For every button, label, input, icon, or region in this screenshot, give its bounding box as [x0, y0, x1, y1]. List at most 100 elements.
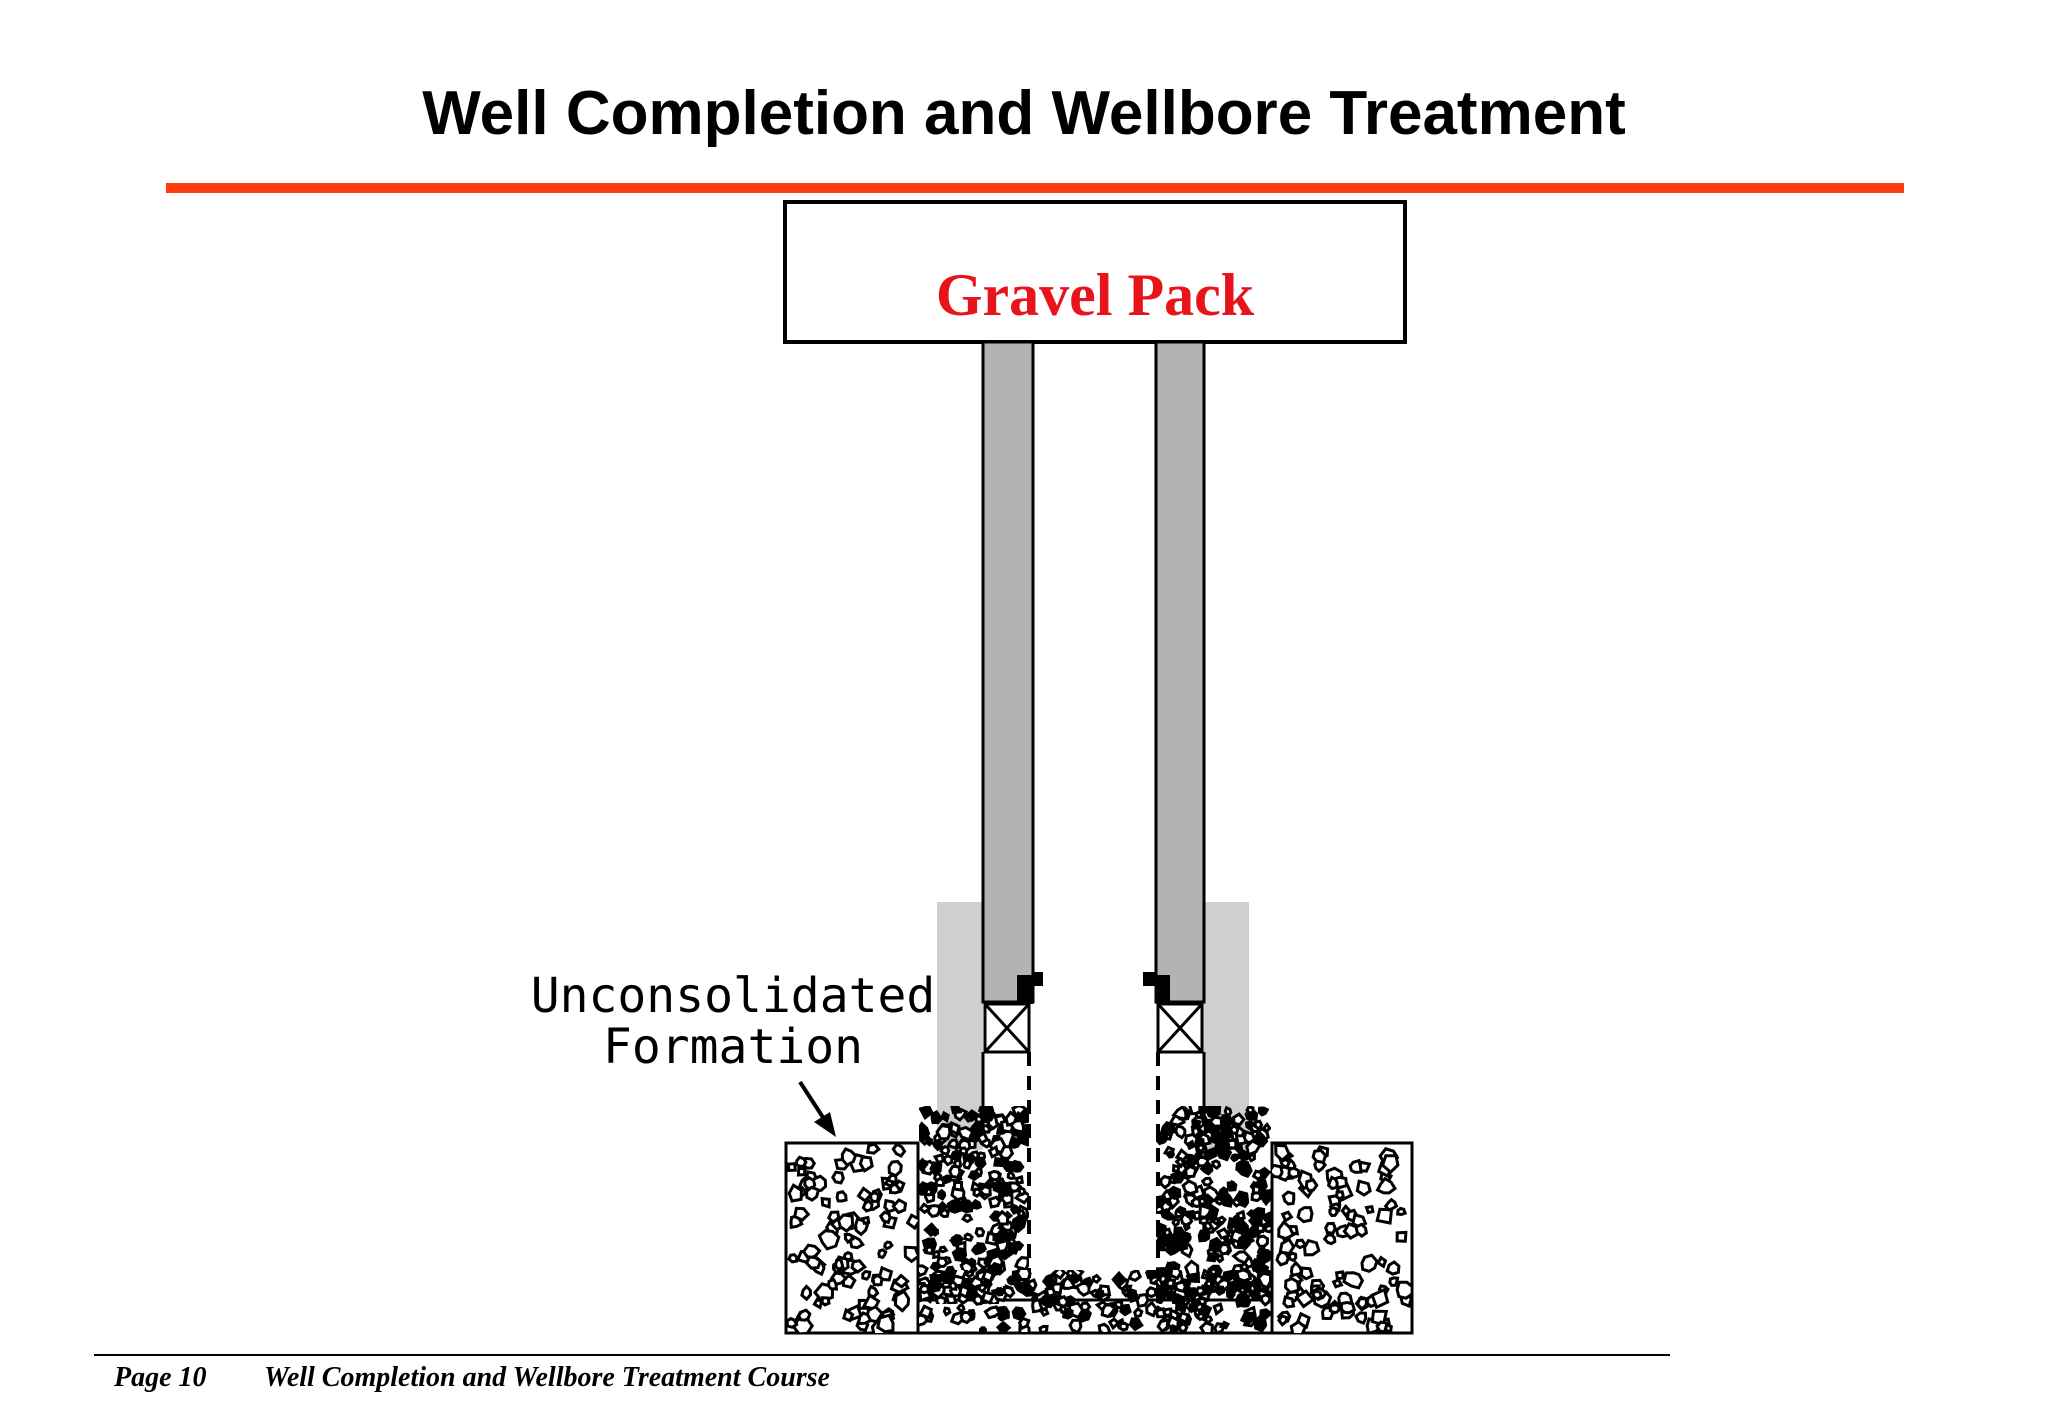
formation-grains-left — [786, 1143, 918, 1333]
gravel-grain — [817, 1229, 841, 1251]
gravel-grain — [1229, 1153, 1240, 1163]
gravel-grain — [932, 1249, 941, 1260]
gravel-grain — [940, 1110, 950, 1124]
gravel-grain — [840, 1147, 858, 1168]
gravel-grain — [1250, 1258, 1264, 1272]
gravel-grain — [876, 1313, 895, 1333]
gravel-grain — [1212, 1302, 1224, 1317]
gravel-grain — [929, 1161, 943, 1176]
gravel-grain — [878, 1210, 892, 1225]
gravel-grain — [1156, 1318, 1170, 1332]
gravel-grain — [1008, 1118, 1026, 1134]
gravel-grain — [1370, 1287, 1390, 1310]
gravel-grain — [1260, 1213, 1271, 1224]
gravel-grain — [858, 1155, 874, 1173]
gravel-grain — [1182, 1222, 1191, 1232]
gravel-grain — [804, 1255, 823, 1270]
gravel-grain — [1238, 1148, 1250, 1161]
gravel-grain — [995, 1320, 1012, 1332]
gravel-grain — [841, 1307, 855, 1323]
gravel-grain — [1235, 1270, 1253, 1283]
gravel-grain — [932, 1279, 943, 1292]
gravel-grain — [1375, 1207, 1394, 1225]
gravel-grain — [1162, 1227, 1173, 1239]
gravel-grain — [1383, 1197, 1399, 1212]
gravel-grain — [1007, 1135, 1023, 1149]
gravel-grain — [1263, 1224, 1271, 1234]
gravel-grain — [801, 1243, 822, 1261]
gravel-grain — [1100, 1303, 1117, 1319]
gravel-grain — [1145, 1270, 1159, 1280]
gravel-grain — [995, 1209, 1010, 1226]
gravel-grain — [1228, 1123, 1240, 1136]
gravel-grain — [1226, 1283, 1239, 1296]
gravel-grain — [950, 1106, 963, 1115]
footer-divider — [94, 1354, 1670, 1356]
gravel-grain — [1354, 1222, 1369, 1238]
gravel-grain — [1194, 1286, 1207, 1297]
gravel-grain — [1183, 1259, 1200, 1277]
gravel-grain — [1233, 1141, 1244, 1154]
gravel-grain — [1068, 1318, 1083, 1332]
gravel-grain — [1299, 1266, 1314, 1281]
gravel-grain — [974, 1156, 987, 1172]
gravel-grain — [1286, 1251, 1298, 1263]
gravel-grain — [787, 1183, 804, 1203]
gravel-grain — [1186, 1139, 1196, 1151]
gravel-grain — [1199, 1160, 1214, 1176]
gravel-grain — [1328, 1303, 1341, 1314]
gravel-grain — [1158, 1273, 1169, 1286]
gravel-grain — [930, 1227, 940, 1237]
gravel-grain — [1203, 1278, 1214, 1289]
gravel-grain — [936, 1200, 949, 1214]
gravel-grain — [1194, 1110, 1204, 1120]
gravel-grain — [981, 1124, 992, 1134]
gravel-grain — [826, 1277, 839, 1291]
casing-left — [981, 340, 1035, 1004]
gravel-grain — [977, 1184, 992, 1197]
gravel-grain — [1364, 1205, 1375, 1215]
gravel-grain — [980, 1290, 997, 1305]
gravel-grain — [1259, 1308, 1271, 1320]
header-box — [783, 200, 1407, 344]
gravel-grain — [1065, 1270, 1077, 1280]
gravel-grain — [1097, 1322, 1112, 1332]
gravel-grain — [935, 1256, 950, 1268]
gravel-grain — [1002, 1285, 1016, 1299]
gravel-grain — [1079, 1301, 1092, 1312]
gravel-grain — [1324, 1221, 1337, 1235]
gravel-grain — [891, 1198, 908, 1215]
gravel-grain — [1211, 1159, 1222, 1170]
gravel-grain — [956, 1302, 966, 1313]
gravel-grain — [933, 1176, 946, 1188]
gravel-grain — [1169, 1323, 1181, 1332]
gravel-grain — [979, 1326, 987, 1332]
gravel-grain — [951, 1270, 969, 1280]
formation-grains-right — [1272, 1143, 1412, 1333]
gravel-grain — [883, 1240, 894, 1251]
gravel-grain — [1287, 1166, 1300, 1179]
gravel-grain — [1215, 1196, 1226, 1206]
gravel-grain — [962, 1157, 972, 1170]
gravel-grain — [1010, 1214, 1028, 1234]
gravel-grain — [1215, 1227, 1232, 1240]
gravel-grain — [1231, 1250, 1251, 1265]
gravel-grain — [1340, 1203, 1352, 1219]
gravel-grain — [1274, 1143, 1291, 1163]
gravel-grain — [1171, 1163, 1181, 1174]
gravel-grain — [792, 1206, 811, 1222]
gravel-grain — [1118, 1321, 1130, 1332]
gravel-grain — [932, 1153, 946, 1165]
gravel-grain — [850, 1258, 868, 1274]
gravel-grain — [786, 1316, 799, 1329]
gravel-grain — [843, 1233, 855, 1245]
gravel-grain — [1154, 1306, 1167, 1319]
gravel-grain — [939, 1145, 951, 1156]
gravel-grain — [1192, 1298, 1202, 1307]
gravel-grain — [1203, 1147, 1218, 1161]
gravel-grain — [903, 1245, 918, 1264]
gravel-grain — [1235, 1159, 1250, 1173]
gravel-grain — [820, 1196, 831, 1209]
gravel-grain — [805, 1185, 821, 1202]
gravel-grain — [796, 1308, 812, 1322]
